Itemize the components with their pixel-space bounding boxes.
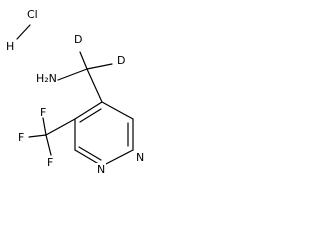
ring-cf3-bond	[45, 118, 76, 136]
ring-bond-n1-c2	[101, 149, 134, 167]
c-f-top-bond	[42, 117, 47, 136]
molecule-svg: Cl H H₂N D D N N F F F	[6, 8, 145, 176]
h-cl-bond	[16, 24, 31, 40]
fluorine-top: F	[40, 106, 46, 119]
fluorine-bottom: F	[47, 156, 53, 169]
hydrogen-atom: H	[6, 40, 14, 53]
amine-label: H₂N	[36, 72, 57, 85]
ring-bond-c2-n3-inner	[78, 146, 102, 161]
ring-bond-c5-c6	[101, 101, 134, 120]
ring-bond-c4-c5-inner	[79, 108, 102, 123]
deuterium-right-label: D	[117, 54, 125, 67]
ring-bond-c4-c5	[74, 101, 103, 120]
nh2-cd2-bond	[57, 68, 88, 81]
cd2-d-left-bond	[79, 51, 88, 70]
ring-nitrogen-1: N	[136, 151, 144, 164]
cd2-ring-bond	[86, 68, 103, 103]
fluorine-left: F	[18, 131, 24, 144]
c-f-left-bond	[28, 134, 47, 138]
deuterium-left-label: D	[74, 33, 82, 46]
c-f-bottom-bond	[45, 134, 52, 156]
chlorine-atom: Cl	[27, 8, 38, 21]
cd2-d-right-bond	[86, 63, 113, 70]
ring-nitrogen-3: N	[97, 163, 105, 176]
structure-diagram: Cl H H₂N D D N N F F F	[0, 0, 174, 201]
